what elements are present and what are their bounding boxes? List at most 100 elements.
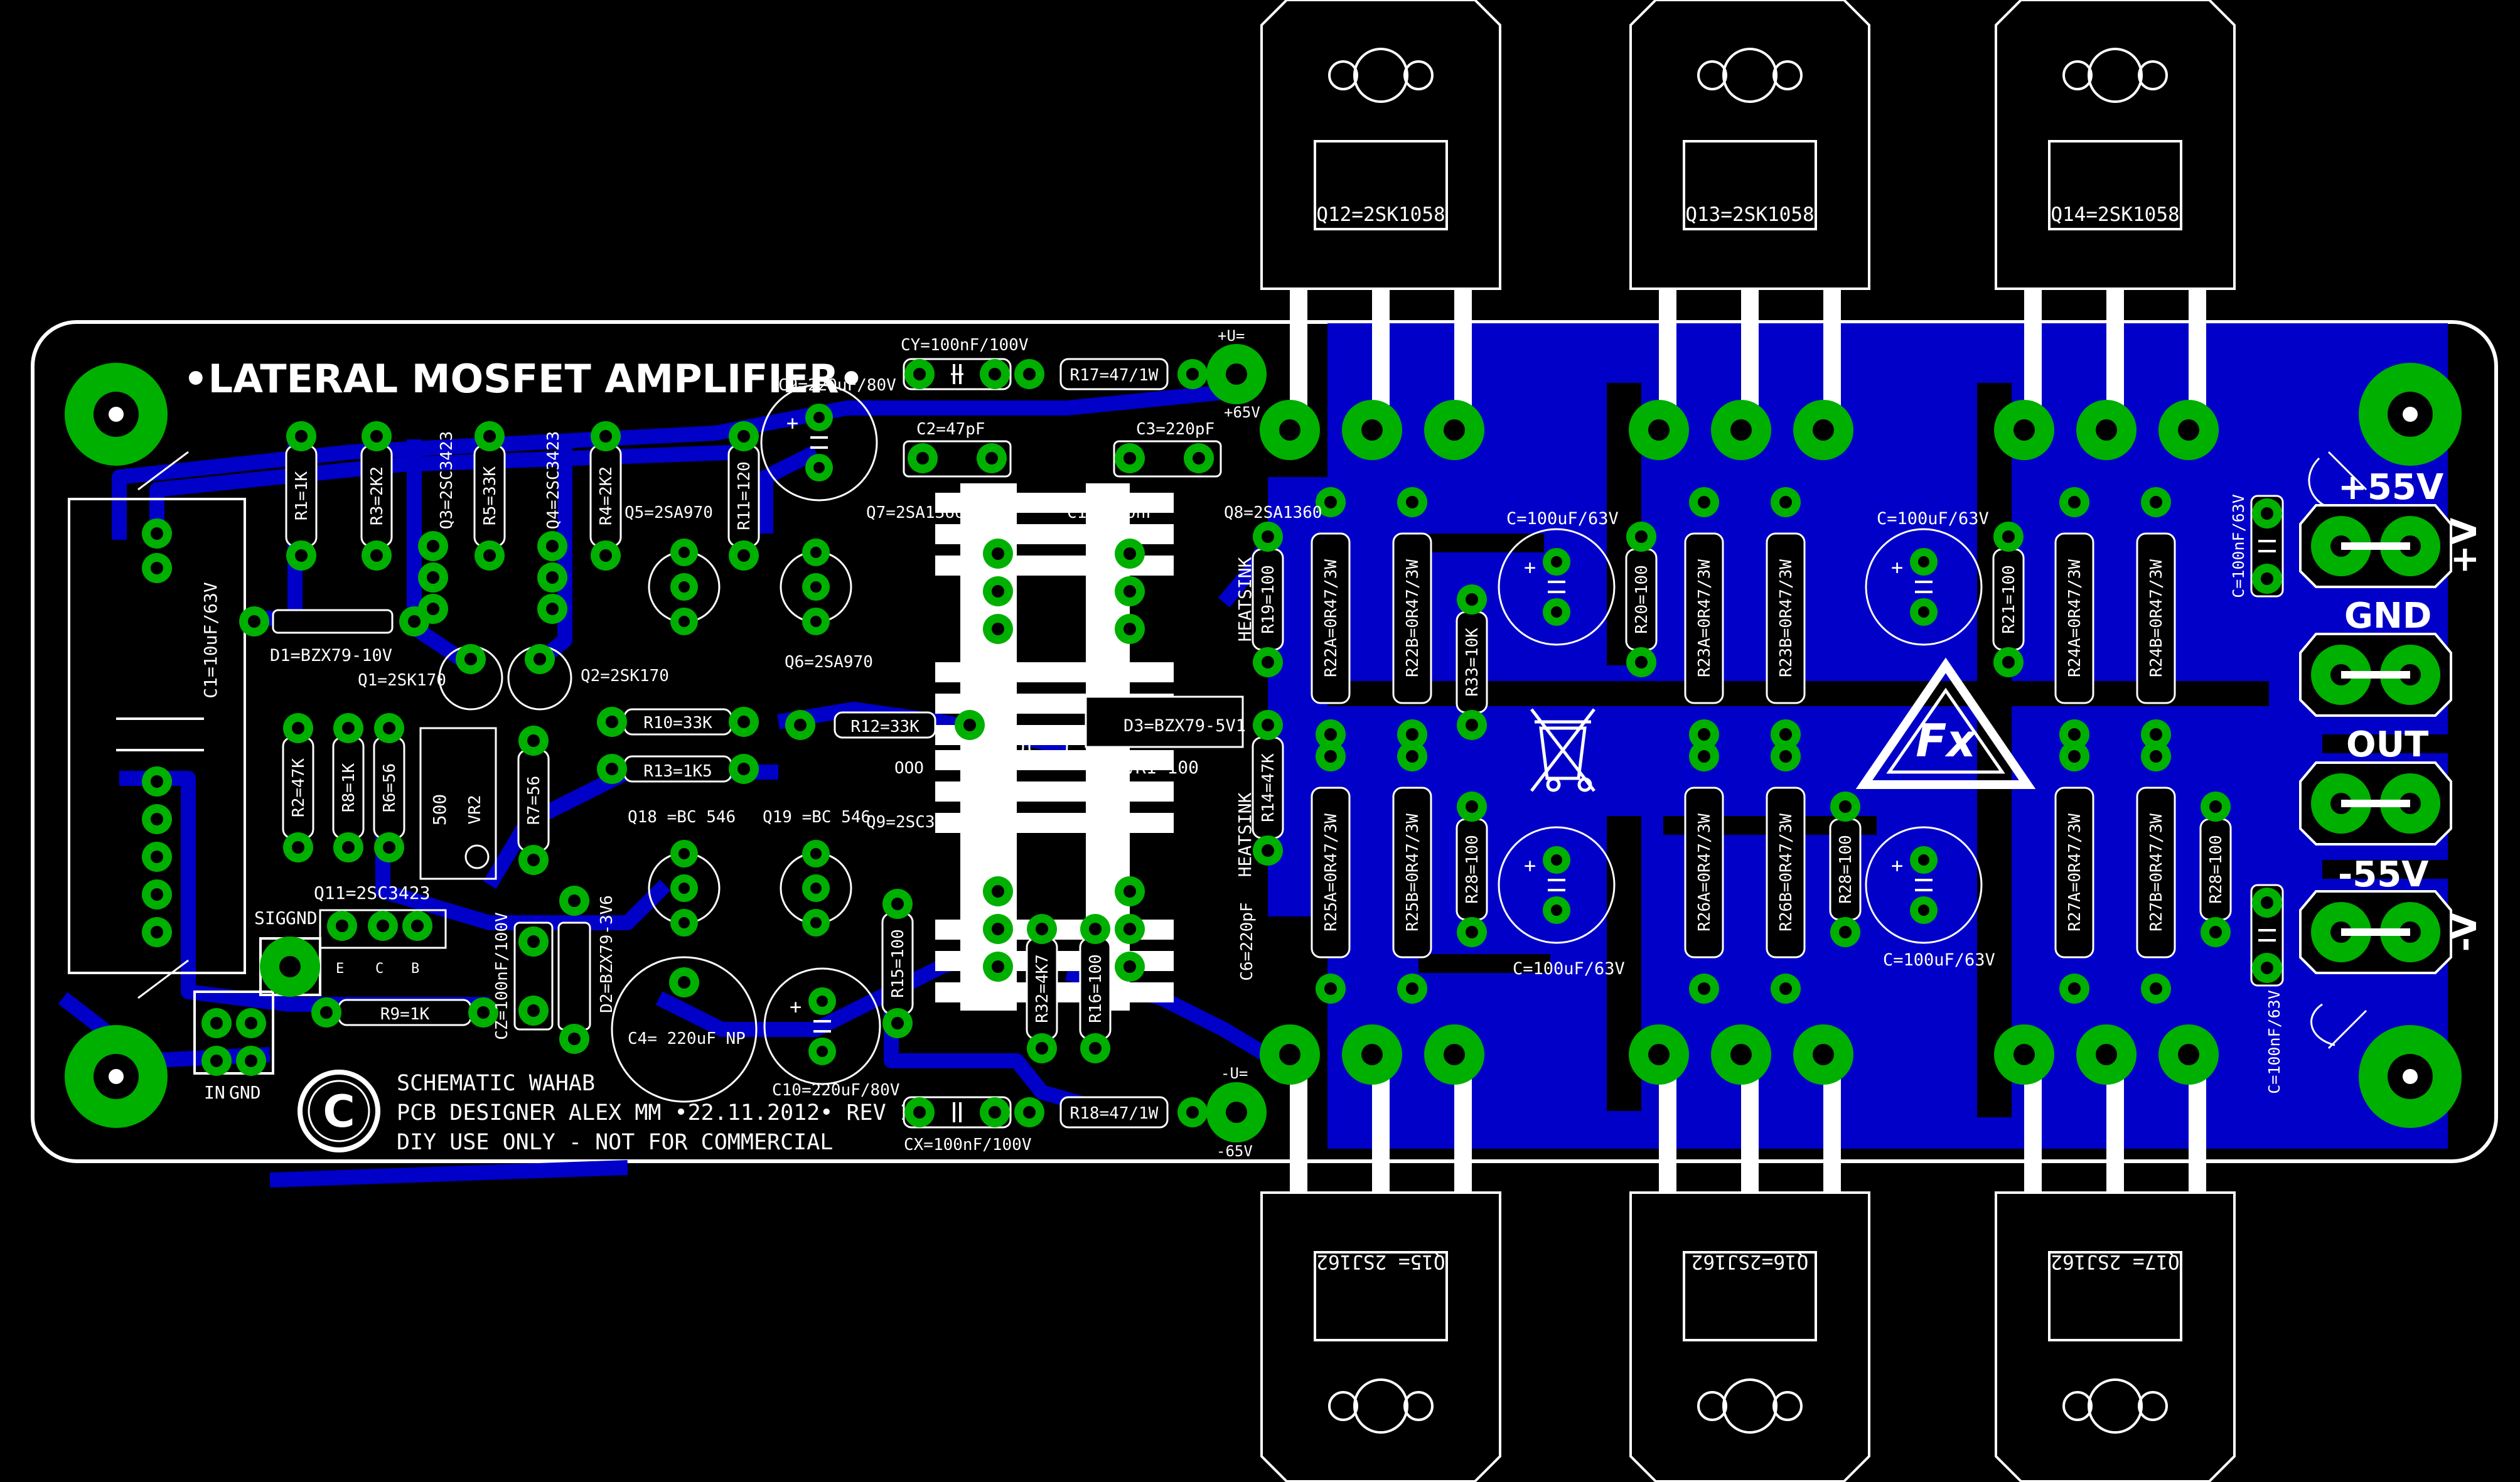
q14-label: Q14=2SK1058 xyxy=(2051,203,2179,226)
svg-text:R18=47/1W: R18=47/1W xyxy=(1070,1104,1159,1123)
svg-text:Q3=2SC3423: Q3=2SC3423 xyxy=(437,431,456,530)
svg-text:R6=56: R6=56 xyxy=(380,763,399,812)
credit-line: PCB DESIGNER ALEX MM •22.11.2012• REV 1.… xyxy=(397,1100,939,1125)
pos-v-label: +V xyxy=(2444,517,2485,574)
svg-text:R24B=0R47/3W: R24B=0R47/3W xyxy=(2147,559,2166,677)
q13-label: Q13=2SK1058 xyxy=(1685,203,1814,226)
svg-text:C=100nF/63V: C=100nF/63V xyxy=(2229,494,2248,598)
credits: C SCHEMATIC WAHAB PCB DESIGNER ALEX MM •… xyxy=(298,1070,939,1155)
board-title: •LATERAL MOSFET AMPLIFIER• xyxy=(183,356,864,402)
svg-text:Q2=2SK170: Q2=2SK170 xyxy=(581,667,669,685)
svg-text:C=100uF/63V: C=100uF/63V xyxy=(1877,509,1989,529)
svg-text:R19=100: R19=100 xyxy=(1259,565,1278,634)
sig-label: SIG xyxy=(254,908,286,928)
svg-text:R10=33K: R10=33K xyxy=(643,714,712,733)
svg-text:CZ=100nF/100V: CZ=100nF/100V xyxy=(493,912,512,1040)
q17-label: Q17= 2SJ162 xyxy=(2051,1250,2179,1273)
neg-supply-label: -55V xyxy=(2338,854,2429,895)
svg-text:Q5=2SA970: Q5=2SA970 xyxy=(625,503,713,522)
svg-text:CX=100nF/100V: CX=100nF/100V xyxy=(904,1136,1032,1154)
svg-text:R25B=0R47/3W: R25B=0R47/3W xyxy=(1403,813,1422,932)
svg-text:R15=100: R15=100 xyxy=(889,929,908,998)
svg-text:R27B=0R47/3W: R27B=0R47/3W xyxy=(2147,813,2166,932)
svg-text:R22B=0R47/3W: R22B=0R47/3W xyxy=(1403,559,1422,677)
svg-text:R17=47/1W: R17=47/1W xyxy=(1070,366,1159,385)
credit-line: DIY USE ONLY - NOT FOR COMMERCIAL xyxy=(397,1130,833,1155)
svg-text:C1=10uF/63V: C1=10uF/63V xyxy=(200,582,221,699)
svg-text:Q10=2SC3423: Q10=2SC3423 xyxy=(1048,813,1156,832)
out-label: OUT xyxy=(2346,724,2428,765)
svg-text:Q11=2SC3423: Q11=2SC3423 xyxy=(314,883,430,903)
credit-line: SCHEMATIC WAHAB xyxy=(397,1071,595,1096)
svg-text:OOO: OOO xyxy=(894,759,924,778)
svg-text:R23A=0R47/3W: R23A=0R47/3W xyxy=(1695,559,1714,677)
svg-text:500: 500 xyxy=(429,794,450,826)
svg-text:HEATSINK: HEATSINK xyxy=(1235,557,1255,642)
q16-label: Q16=2SJ162 xyxy=(1692,1250,1809,1273)
fx-logo: Fx xyxy=(1855,657,2036,789)
svg-text:R16=100: R16=100 xyxy=(1086,954,1105,1023)
svg-text:R20=100: R20=100 xyxy=(1633,565,1651,634)
svg-text:HEATSINK: HEATSINK xyxy=(1235,792,1255,877)
svg-text:Q18 =BC 546: Q18 =BC 546 xyxy=(628,808,736,827)
q12-label: Q12=2SK1058 xyxy=(1316,203,1445,226)
svg-text:-U=: -U= xyxy=(1221,1065,1248,1082)
output-terminals[interactable]: +55V GND OUT -55V +V -V xyxy=(2299,467,2485,974)
weee-icon xyxy=(1530,708,1595,792)
emitter-resistors: R22A=0R47/3W R22B=0R47/3W R23A=0R47/3W R… xyxy=(1311,487,2176,1004)
svg-text:R2=47K: R2=47K xyxy=(289,758,308,817)
svg-text:B: B xyxy=(411,961,419,977)
svg-text:C4= 220uF NP: C4= 220uF NP xyxy=(628,1029,746,1048)
svg-text:R14=47K: R14=47K xyxy=(1259,753,1278,822)
svg-text:C10=220uF/80V: C10=220uF/80V xyxy=(772,1081,900,1100)
svg-text:Fx: Fx xyxy=(1916,714,1977,767)
svg-text:Q8=2SA1360: Q8=2SA1360 xyxy=(1224,503,1322,522)
gate-resistors: R19=100 R20=100 R21=100 R28=100 R28=100 … xyxy=(1252,522,2232,947)
svg-text:R24A=0R47/3W: R24A=0R47/3W xyxy=(2066,559,2084,677)
sig-gnd-label: GND xyxy=(286,908,318,928)
svg-text:R28=100: R28=100 xyxy=(1463,835,1482,904)
svg-text:R26B=0R47/3W: R26B=0R47/3W xyxy=(1777,813,1796,932)
svg-text:R22A=0R47/3W: R22A=0R47/3W xyxy=(1322,559,1341,677)
svg-text:Q1=2SK170: Q1=2SK170 xyxy=(358,671,446,690)
svg-text:R8=1K: R8=1K xyxy=(340,763,358,813)
svg-text:Q19 =BC 546: Q19 =BC 546 xyxy=(763,808,871,827)
svg-text:C: C xyxy=(323,1086,355,1137)
svg-text:C9=220uF/80V: C9=220uF/80V xyxy=(778,376,896,395)
svg-text:-65V: -65V xyxy=(1216,1142,1253,1160)
heatsinks: VR1=100 D3=BZX79-5V1 OOO HEATSINK HEATSI… xyxy=(866,483,1322,1011)
svg-text:C6=220pF: C6=220pF xyxy=(1238,902,1257,980)
svg-text:R5=33K: R5=33K xyxy=(481,466,500,525)
svg-text:C=100uF/63V: C=100uF/63V xyxy=(1883,950,1995,970)
svg-text:D2=BZX79-3V6: D2=BZX79-3V6 xyxy=(598,895,616,1013)
svg-text:C3=220pF: C3=220pF xyxy=(1136,420,1214,439)
svg-text:Q4=2SC3423: Q4=2SC3423 xyxy=(544,431,563,530)
svg-text:R25A=0R47/3W: R25A=0R47/3W xyxy=(1322,813,1341,932)
svg-text:C2=47pF: C2=47pF xyxy=(916,420,985,439)
gnd-label: GND xyxy=(2344,596,2432,636)
svg-text:R33=10K: R33=10K xyxy=(1463,628,1482,697)
svg-text:R12=33K: R12=33K xyxy=(850,717,920,736)
svg-text:R23B=0R47/3W: R23B=0R47/3W xyxy=(1777,559,1796,677)
svg-text:K: K xyxy=(1048,780,1058,798)
svg-text:A: A xyxy=(1006,698,1016,717)
mounting-holes xyxy=(65,363,2462,1128)
svg-text:R28=100: R28=100 xyxy=(1836,835,1855,904)
svg-text:+U=: +U= xyxy=(1218,327,1245,345)
input-connectors[interactable]: IN GND SIG GND xyxy=(193,908,321,1103)
copyright-mark xyxy=(298,1070,380,1152)
q15-label: Q15= 2SJ162 xyxy=(1316,1250,1445,1273)
svg-text:Q9=2SC3423: Q9=2SC3423 xyxy=(866,813,965,832)
svg-text:C: C xyxy=(375,961,383,977)
svg-text:E: E xyxy=(336,961,344,977)
svg-text:C=100uF/63V: C=100uF/63V xyxy=(1506,509,1619,529)
svg-text:VR2: VR2 xyxy=(466,795,485,825)
svg-text:CY=100nF/100V: CY=100nF/100V xyxy=(901,336,1029,355)
svg-text:R4=2K2: R4=2K2 xyxy=(597,466,616,525)
svg-text:VR1=100: VR1=100 xyxy=(1125,757,1199,778)
svg-text:R26A=0R47/3W: R26A=0R47/3W xyxy=(1695,813,1714,932)
svg-text:R7=56: R7=56 xyxy=(525,776,544,825)
svg-text:C11=100nF: C11=100nF xyxy=(1067,503,1155,522)
pos-supply-label: +55V xyxy=(2338,467,2444,508)
